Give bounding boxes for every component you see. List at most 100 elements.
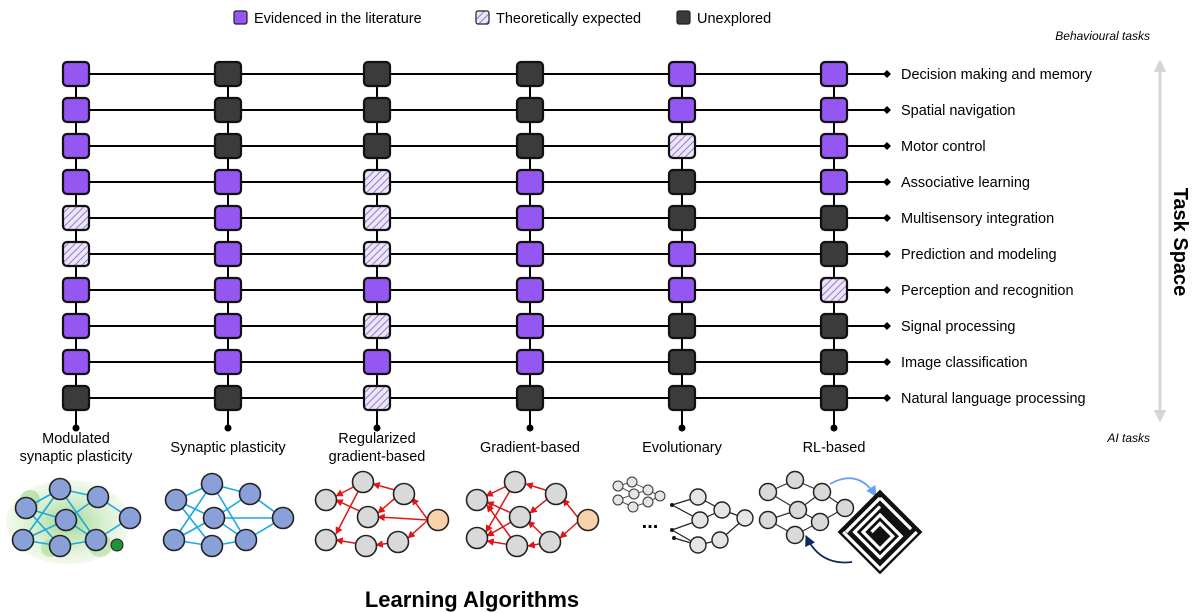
neuron: [234, 528, 258, 552]
cell-unexplored: [819, 204, 849, 232]
neuron: [713, 501, 731, 519]
neuron: [54, 508, 78, 532]
neuron: [785, 525, 805, 545]
neuron: [689, 488, 707, 506]
cell-unexplored: [515, 132, 545, 160]
legend-label-unexplored: Unexplored: [697, 11, 771, 27]
task-line-end: [883, 394, 891, 402]
task-line-end: [883, 142, 891, 150]
cell-evidenced: [515, 240, 545, 268]
grid-lines: [72, 70, 891, 432]
cell-evidenced: [362, 276, 392, 304]
neuron: [84, 528, 108, 552]
task-line-end: [883, 214, 891, 222]
neuron: [785, 470, 805, 490]
cell-evidenced: [819, 60, 849, 88]
output-neuron: [426, 508, 450, 532]
neuron: [164, 488, 188, 512]
cell-unexplored: [667, 312, 697, 340]
neuron: [758, 482, 778, 502]
cell-unexplored: [667, 168, 697, 196]
cell-evidenced: [362, 348, 392, 376]
cell-evidenced: [515, 312, 545, 340]
cell-expected: [362, 204, 392, 232]
cell-evidenced: [61, 168, 91, 196]
cell-unexplored: [213, 96, 243, 124]
neuron: [118, 506, 142, 530]
cell-expected: [362, 312, 392, 340]
regularized-gradient-illustration: [314, 470, 450, 558]
algorithm-label: Gradient-based: [480, 440, 580, 456]
cell-unexplored: [213, 384, 243, 412]
algorithm-line-end: [373, 424, 381, 432]
cell-unexplored: [515, 60, 545, 88]
task-label: Associative learning: [901, 175, 1030, 191]
neuron: [314, 528, 338, 552]
gradient-based-illustration: [465, 470, 600, 558]
cell-evidenced: [213, 348, 243, 376]
task-line-end: [883, 322, 891, 330]
neuron: [691, 511, 709, 529]
cell-evidenced: [819, 132, 849, 160]
neuromodulator-plus-icon: [110, 538, 124, 552]
rl-based-illustration: [758, 470, 923, 575]
neuron: [508, 505, 532, 529]
cell-unexplored: [362, 60, 392, 88]
neuron: [11, 528, 35, 552]
neuron: [503, 470, 527, 494]
neuron: [86, 485, 110, 509]
cell-evidenced: [515, 204, 545, 232]
cell-expected: [362, 168, 392, 196]
cell-expected: [61, 240, 91, 268]
cell-evidenced: [819, 96, 849, 124]
action-arrow: [829, 477, 877, 497]
task-line-end: [883, 286, 891, 294]
cell-evidenced: [61, 312, 91, 340]
cell-expected: [362, 240, 392, 268]
cell-expected: [362, 384, 392, 412]
cell-unexplored: [515, 384, 545, 412]
cell-evidenced: [61, 96, 91, 124]
task-label: Multisensory integration: [901, 211, 1054, 227]
algorithm-label: Synaptic plasticity: [170, 440, 286, 456]
legend-swatch-evidenced: [233, 10, 248, 25]
neuron: [689, 536, 707, 554]
cell-unexplored: [819, 240, 849, 268]
cell-evidenced: [667, 96, 697, 124]
neuron: [162, 528, 186, 552]
neuron: [48, 477, 72, 501]
cell-unexplored: [819, 312, 849, 340]
neuron: [505, 534, 529, 558]
legend-swatch-unexplored: [676, 10, 691, 25]
learning-algorithms-title: Learning Algorithms: [365, 587, 579, 612]
neuron: [314, 488, 338, 512]
algorithm-line-end: [678, 424, 686, 432]
maze-icon: [837, 489, 923, 575]
cell-unexplored: [362, 132, 392, 160]
cell-evidenced: [61, 132, 91, 160]
legend-swatch-expected: [475, 10, 490, 25]
cell-expected: [61, 204, 91, 232]
algorithm-label: Evolutionary: [642, 440, 723, 456]
cell-evidenced: [213, 240, 243, 268]
task-label: Prediction and modeling: [901, 247, 1057, 263]
neuron: [810, 512, 830, 532]
neuron: [711, 531, 729, 549]
ai-tasks-label: AI tasks: [1106, 431, 1150, 445]
evolutionary-illustration: ...: [612, 476, 754, 554]
task-label: Perception and recognition: [901, 283, 1074, 299]
neuron: [812, 482, 832, 502]
algorithm-line-end: [830, 424, 838, 432]
behavioural-tasks-label: Behavioural tasks: [1055, 29, 1150, 43]
cell-evidenced: [667, 60, 697, 88]
task-label: Motor control: [901, 139, 986, 155]
neuron: [14, 496, 38, 520]
neuron: [538, 530, 562, 554]
modulated-network-illustration: [6, 477, 142, 564]
task-line-end: [883, 106, 891, 114]
